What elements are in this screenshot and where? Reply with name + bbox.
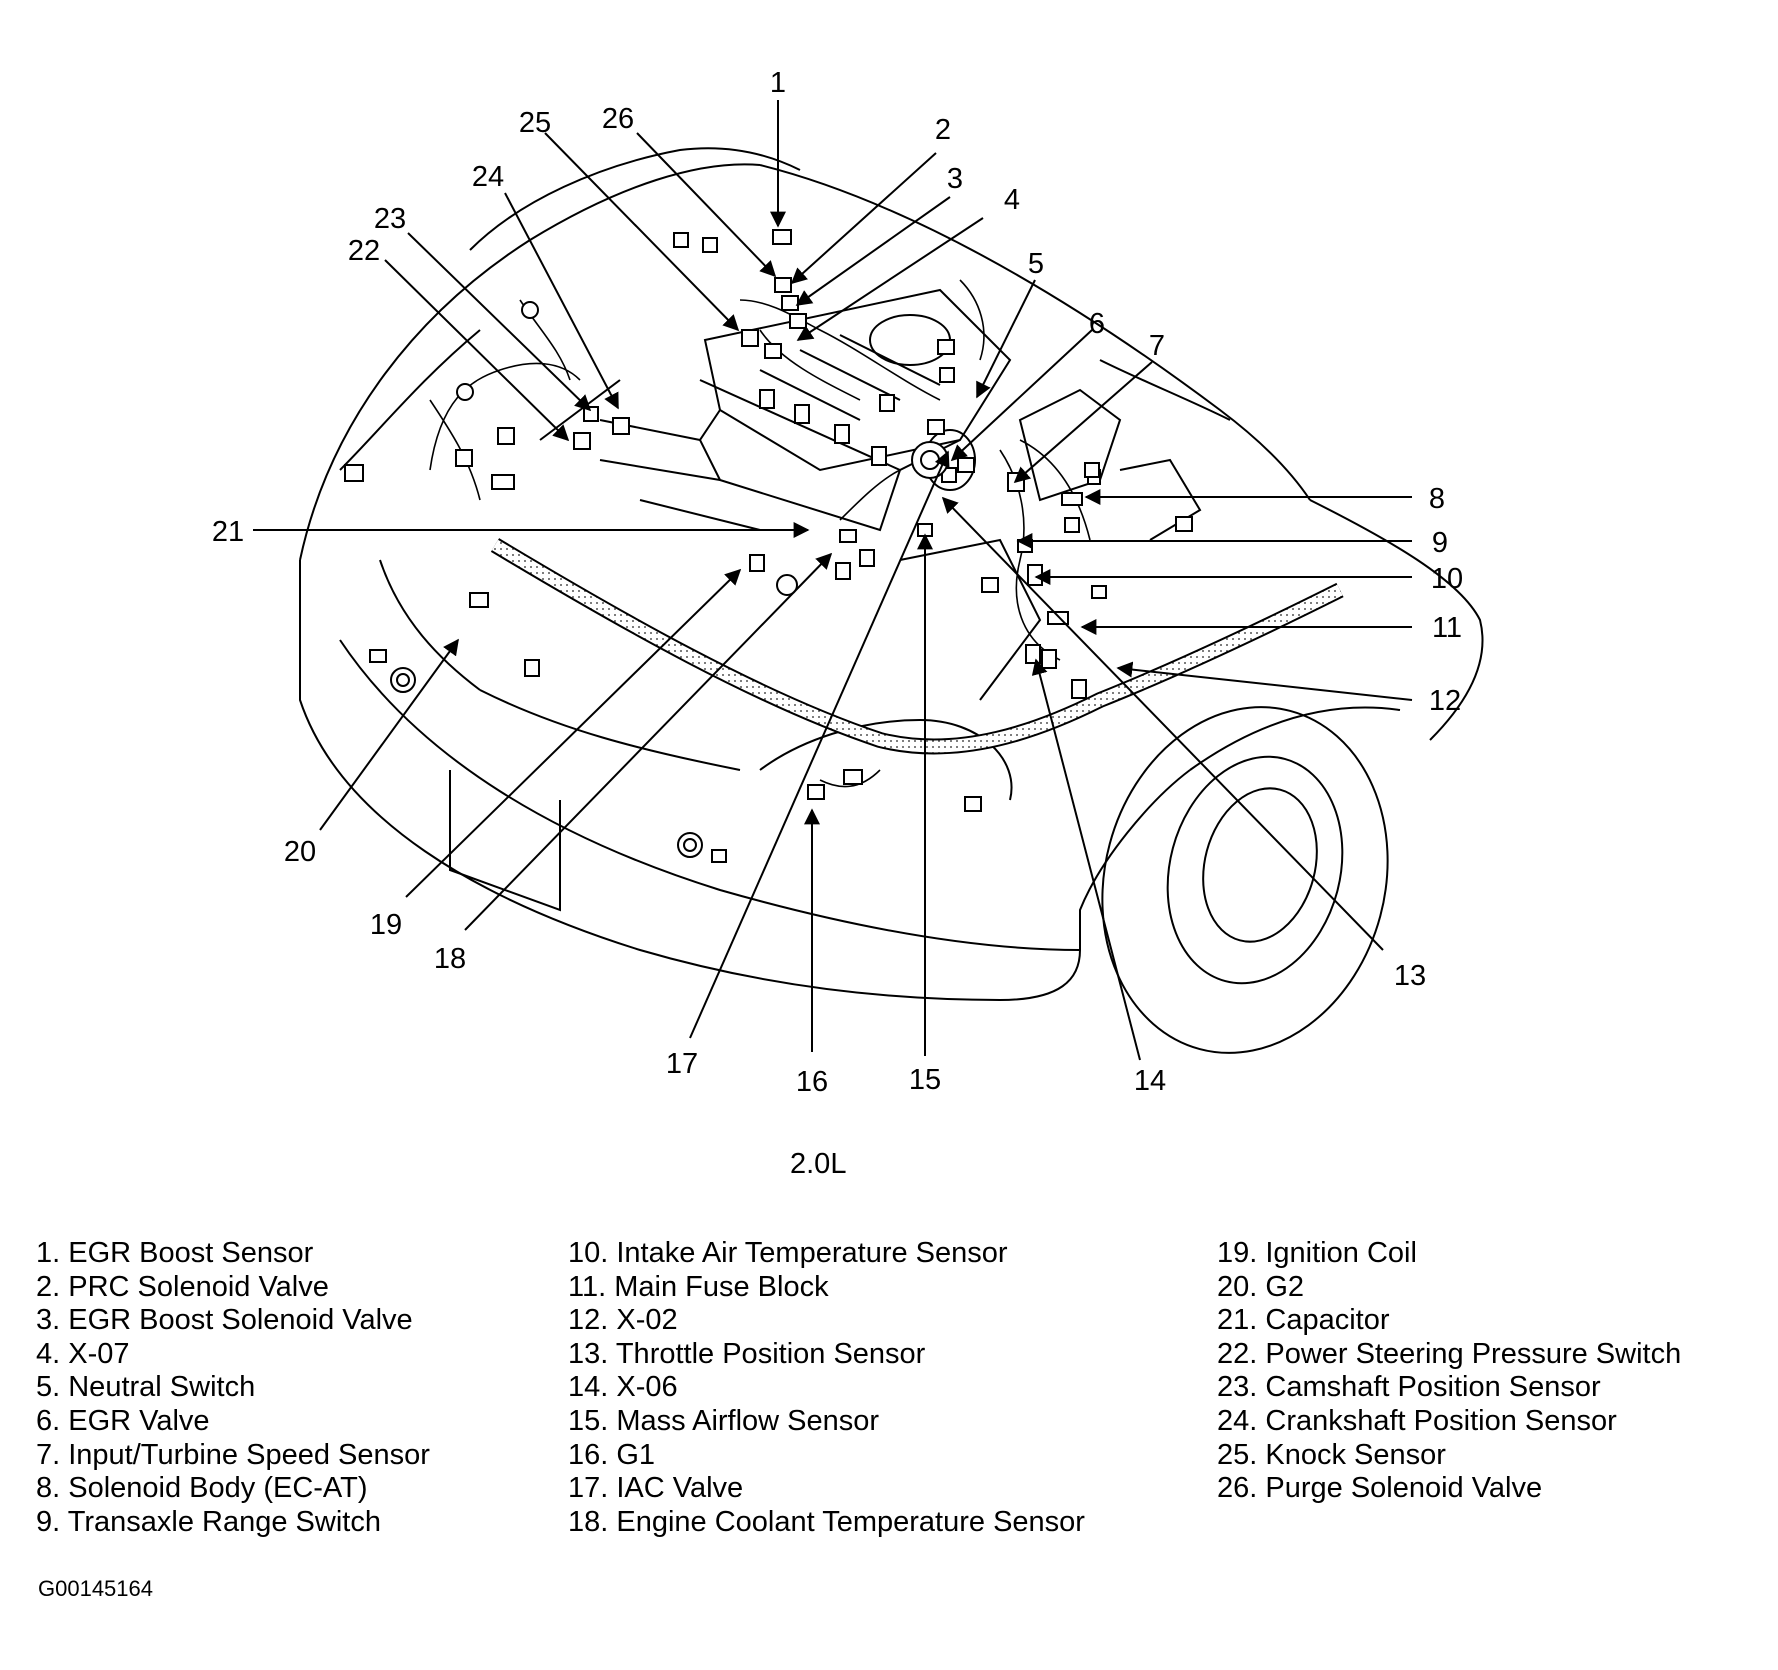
legend-item: 6. EGR Valve: [36, 1404, 210, 1437]
callout-11: 11: [1432, 612, 1462, 644]
legend-item: 21. Capacitor: [1217, 1304, 1390, 1337]
leader-lines: [253, 100, 1413, 1061]
legend-item: 16. G1: [568, 1438, 656, 1471]
callout-20: 20: [284, 836, 316, 868]
legend-item: 14. X-06: [568, 1371, 678, 1404]
callout-4: 4: [1004, 184, 1020, 216]
legend-item: 10. Intake Air Temperature Sensor: [568, 1237, 1008, 1269]
connectors: [344, 229, 1193, 863]
legend-item: 23. Camshaft Position Sensor: [1217, 1371, 1601, 1404]
legend-item: 11. Main Fuse Block: [568, 1270, 829, 1303]
callout-15: 15: [909, 1064, 941, 1096]
callout-23: 23: [374, 203, 406, 235]
figure-id: G00145164: [38, 1576, 153, 1601]
callout-2: 2: [935, 114, 951, 146]
callout-6: 6: [1089, 308, 1105, 340]
legend-item: 9. Transaxle Range Switch: [36, 1505, 381, 1538]
legend-item: 3. EGR Boost Solenoid Valve: [36, 1304, 413, 1337]
callout-9: 9: [1432, 527, 1448, 559]
legend-column-3: 19. Ignition Coil 20. G2 21. Capacitor 2…: [1217, 1237, 1681, 1506]
legend-item: 26. Purge Solenoid Valve: [1217, 1472, 1543, 1505]
vehicle-body-outline: [299, 147, 1484, 1002]
legend-item: 17. IAC Valve: [568, 1472, 744, 1505]
callout-26: 26: [602, 103, 634, 135]
legend-item: 5. Neutral Switch: [36, 1371, 256, 1404]
callout-5: 5: [1028, 248, 1044, 280]
legend-item: 15. Mass Airflow Sensor: [568, 1404, 880, 1437]
legend-item: 7. Input/Turbine Speed Sensor: [36, 1438, 430, 1471]
callout-13: 13: [1394, 960, 1426, 992]
legend-item: 12. X-02: [568, 1304, 678, 1337]
legend-item: 22. Power Steering Pressure Switch: [1217, 1337, 1682, 1370]
legend-item: 25. Knock Sensor: [1217, 1438, 1446, 1471]
callout-25: 25: [519, 107, 551, 139]
wiring-harness: [490, 538, 1344, 755]
engine-compartment-diagram: 1 2 3 4 5 6 7 8 9 10 11 12 13 14 15 16 1…: [212, 67, 1484, 1098]
engine-size-label: 2.0L: [790, 1148, 847, 1180]
callout-16: 16: [796, 1066, 828, 1098]
callout-8: 8: [1429, 483, 1445, 515]
legend-item: 1. EGR Boost Sensor: [36, 1237, 314, 1269]
callout-21: 21: [212, 516, 244, 548]
legend-item: 8. Solenoid Body (EC-AT): [36, 1472, 368, 1505]
legend-item: 19. Ignition Coil: [1217, 1237, 1417, 1269]
callout-17: 17: [666, 1048, 698, 1080]
callout-18: 18: [434, 943, 466, 975]
callout-3: 3: [947, 163, 963, 195]
engine-block: [539, 288, 1202, 701]
callout-10: 10: [1431, 563, 1463, 595]
callout-14: 14: [1134, 1065, 1166, 1097]
callout-19: 19: [370, 909, 402, 941]
legend-item: 20. G2: [1217, 1270, 1305, 1303]
harness-wires: [429, 279, 1091, 788]
legend-item: 24. Crankshaft Position Sensor: [1217, 1404, 1617, 1437]
legend-column-2: 10. Intake Air Temperature Sensor 11. Ma…: [568, 1237, 1085, 1539]
callout-1: 1: [770, 67, 786, 99]
callout-labels: 1 2 3 4 5 6 7 8 9 10 11 12 13 14 15 16 1…: [212, 67, 1463, 1098]
legend-item: 18. Engine Coolant Temperature Sensor: [568, 1505, 1085, 1538]
callout-12: 12: [1429, 685, 1461, 717]
legend-item: 4. X-07: [36, 1337, 130, 1370]
callout-24: 24: [472, 161, 504, 193]
legend-column-1: 1. EGR Boost Sensor 2. PRC Solenoid Valv…: [36, 1237, 430, 1539]
callout-7: 7: [1149, 330, 1165, 362]
legend-item: 13. Throttle Position Sensor: [568, 1337, 926, 1370]
callout-22: 22: [348, 235, 380, 267]
legend-item: 2. PRC Solenoid Valve: [36, 1270, 329, 1303]
